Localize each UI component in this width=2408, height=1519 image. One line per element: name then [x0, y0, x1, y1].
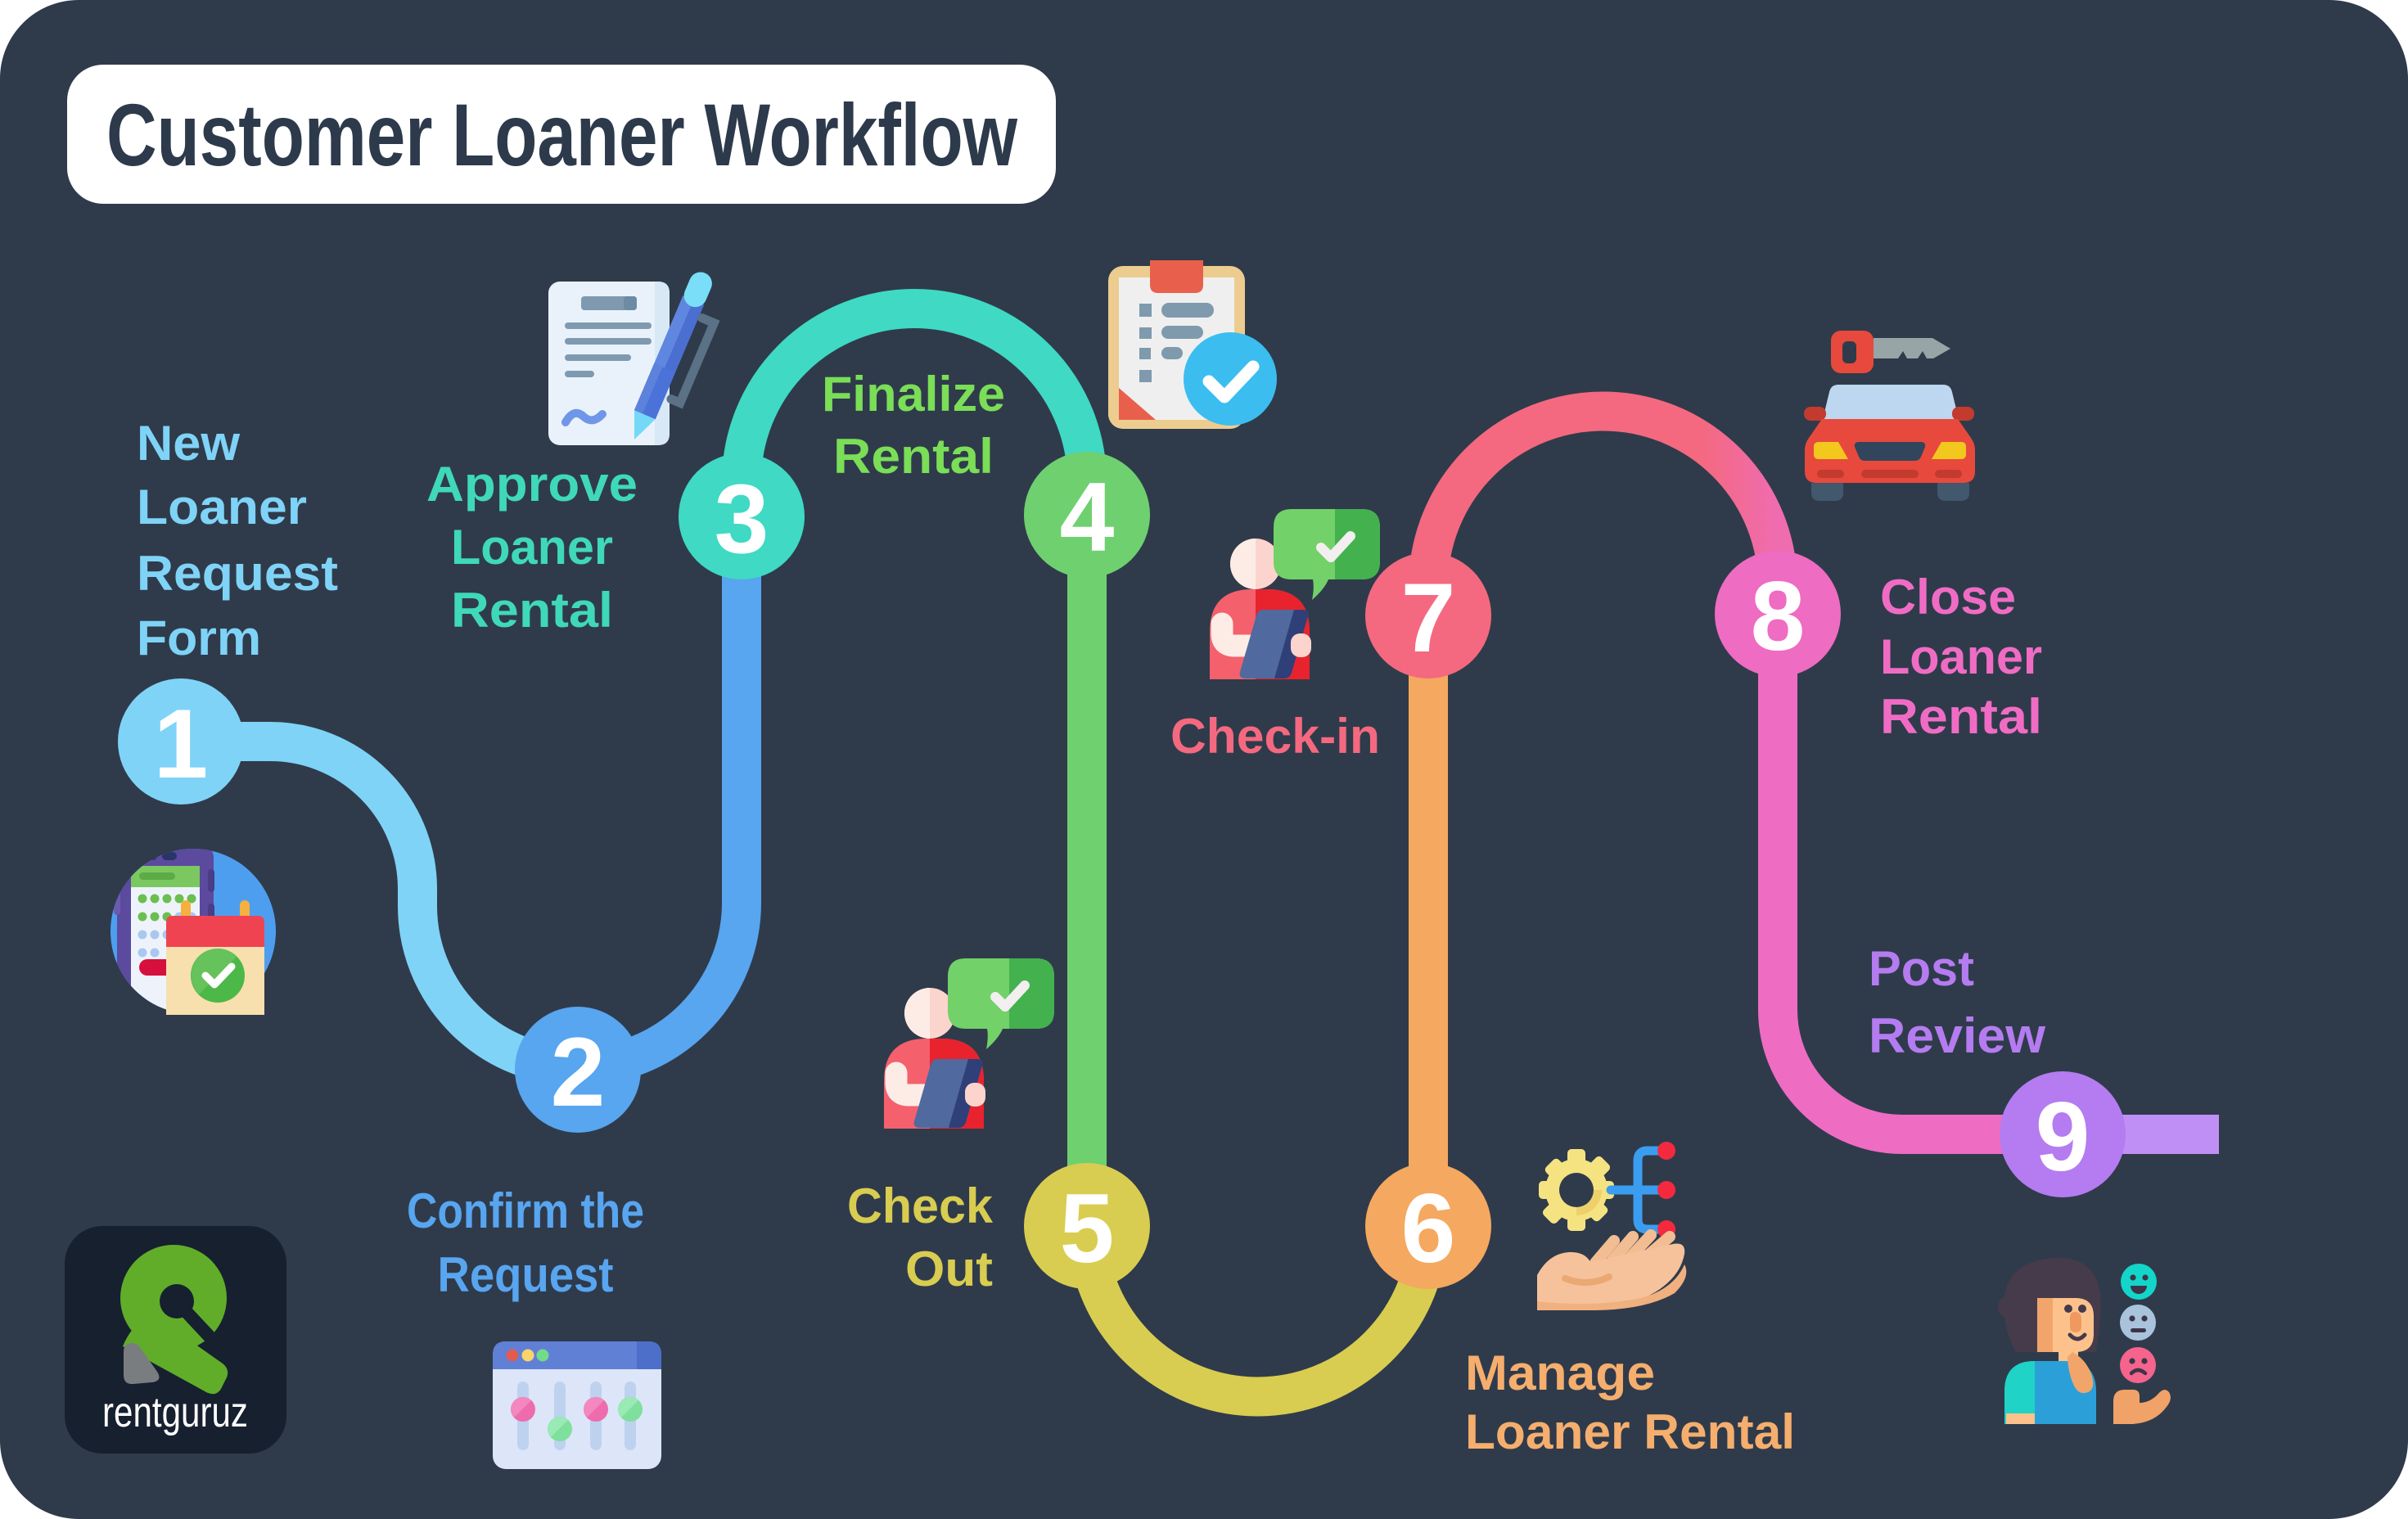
svg-text:Rental: Rental [833, 429, 994, 484]
svg-text:Manage: Manage [1465, 1345, 1655, 1400]
svg-text:Customer Loaner Workflow: Customer Loaner Workflow [106, 85, 1018, 184]
svg-text:2: 2 [551, 1017, 606, 1127]
svg-text:7: 7 [1401, 563, 1456, 673]
svg-text:8: 8 [1751, 561, 1806, 671]
svg-text:5: 5 [1060, 1174, 1115, 1283]
svg-text:9: 9 [2036, 1082, 2090, 1192]
svg-text:3: 3 [715, 464, 769, 574]
svg-text:Request: Request [137, 546, 338, 601]
svg-text:Close: Close [1880, 570, 2016, 624]
svg-text:Review: Review [1869, 1008, 2045, 1063]
svg-text:Rental: Rental [451, 583, 613, 638]
svg-text:Loaner Rental: Loaner Rental [1465, 1404, 1795, 1459]
svg-text:Check-in: Check-in [1170, 709, 1380, 764]
svg-text:Loaner: Loaner [137, 480, 307, 534]
svg-text:Approve: Approve [426, 457, 638, 512]
svg-text:Confirm the: Confirm the [407, 1183, 644, 1238]
svg-text:Loaner: Loaner [451, 520, 613, 575]
svg-text:Check: Check [847, 1179, 994, 1233]
svg-text:Rental: Rental [1880, 689, 2042, 744]
svg-text:Out: Out [905, 1242, 993, 1296]
svg-text:Form: Form [137, 611, 261, 665]
svg-text:Post: Post [1869, 941, 1974, 996]
svg-text:New: New [137, 416, 240, 471]
svg-text:1: 1 [154, 689, 209, 799]
svg-text:Loaner: Loaner [1880, 629, 2042, 684]
svg-text:6: 6 [1401, 1174, 1456, 1283]
svg-text:4: 4 [1060, 462, 1115, 572]
svg-text:Request: Request [438, 1247, 614, 1302]
svg-text:Finalize: Finalize [822, 367, 1005, 421]
svg-text:rentguruz: rentguruz [102, 1389, 248, 1436]
